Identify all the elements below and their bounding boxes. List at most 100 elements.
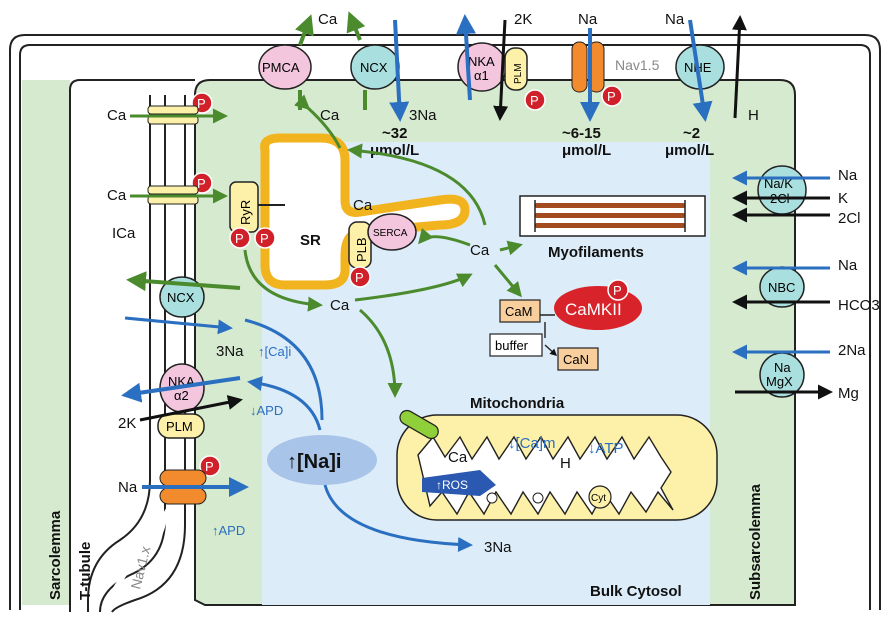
ncx-top-label: NCX <box>360 60 388 75</box>
na-nav-top: Na <box>578 11 598 28</box>
na-nkcc: Na <box>838 167 858 184</box>
h-mito: H <box>560 455 571 472</box>
hco3-label: HCO3 <box>838 297 880 314</box>
twocl-nkcc: 2Cl <box>838 210 861 227</box>
mg-label: Mg <box>838 385 859 402</box>
nka-left-label-2: α2 <box>174 388 189 403</box>
t-tubule-wall-a <box>99 95 166 613</box>
three-na-top: 3Na <box>409 107 437 124</box>
sr-label: SR <box>300 232 321 249</box>
sarcolemma-inner-line <box>19 44 871 610</box>
nbc-label: NBC <box>768 280 795 295</box>
ca-release: Ca <box>330 297 350 314</box>
atp-label: ↓ATP <box>588 440 624 457</box>
flux-nav-1: ~6-15 <box>562 125 601 142</box>
sarcolemma-outer <box>9 34 881 610</box>
h-nhe: H <box>748 107 759 124</box>
p-plb-text: P <box>355 270 364 285</box>
nav15-label: Nav1.5 <box>615 57 660 73</box>
nav1x-half-b <box>159 487 207 505</box>
serca-pump <box>367 213 417 251</box>
p-nav15-text: P <box>607 89 616 104</box>
nka-top-label-2: α1 <box>474 68 489 83</box>
ica-label: ICa <box>112 225 136 242</box>
p-plm-top-text: P <box>530 93 539 108</box>
t-tubule-wall-b <box>111 95 186 613</box>
cytochrome-c <box>588 485 612 509</box>
namgx-label-2: MgX <box>766 374 793 389</box>
flux-nhe-1: ~2 <box>683 125 700 142</box>
flux-ncx-1: ~32 <box>382 125 407 142</box>
p-nav1x-text: P <box>205 459 214 474</box>
t-tubule-wall-c <box>87 95 151 612</box>
myofilaments-label: Myofilaments <box>548 244 644 261</box>
twona-mgx: 2Na <box>838 342 866 359</box>
pmca-pump <box>258 44 312 90</box>
buffer-label: buffer <box>495 338 529 353</box>
myofilament-bars <box>534 200 686 232</box>
two-k-top: 2K <box>514 11 532 28</box>
cyt-label: Cyt <box>591 493 606 504</box>
plm-top-label: PLM <box>513 63 524 84</box>
nkcc-label-1: Na/K <box>764 176 793 191</box>
apd-up: ↑APD <box>212 523 245 538</box>
plm-top <box>504 47 528 91</box>
ca-mito: Ca <box>448 449 468 466</box>
buffer-box <box>489 333 543 357</box>
t-tubule-wall-outer <box>69 79 195 612</box>
pmca-label: PMCA <box>262 60 300 75</box>
ros-label: ↑ROS <box>436 478 468 492</box>
t-tubule-label: T-tubule <box>77 542 94 600</box>
ca-pmca-in: Ca <box>320 107 340 124</box>
ncx-left-label: NCX <box>167 290 195 305</box>
ca-m-label: ↓[Ca]m <box>508 435 556 452</box>
left-subsarcolemma-strip <box>22 80 70 605</box>
ros-star <box>422 470 496 496</box>
two-k-left: 2K <box>118 415 136 432</box>
ncx-left <box>159 276 205 318</box>
p-lcc2-text: P <box>197 176 206 191</box>
namgx-label-1: Na <box>774 360 791 375</box>
mcu-channel <box>399 409 439 440</box>
k-nkcc: K <box>838 190 848 207</box>
cam-label: CaM <box>505 304 532 319</box>
plm-left-label: PLM <box>166 419 193 434</box>
p-ryr1-text: P <box>235 231 244 246</box>
na-i-label: ↑[Na]i <box>287 451 341 473</box>
na-nbc: Na <box>838 257 858 274</box>
nav15-half-a <box>571 41 588 93</box>
na-i-ellipse <box>267 435 377 485</box>
bulk-cytosol-label: Bulk Cytosol <box>590 583 682 600</box>
ca-lcc1: Ca <box>107 107 127 124</box>
nav1x-half-a <box>159 469 207 487</box>
three-na-left: 3Na <box>216 343 244 360</box>
camkii-label: CaMKII <box>565 300 622 319</box>
p-camkii-text: P <box>613 283 622 298</box>
cam-box <box>499 299 541 323</box>
ca-sr-lumen: Ca <box>353 197 373 214</box>
nka-top-label-1: NKA <box>468 54 495 69</box>
ca-lcc2: Ca <box>107 187 127 204</box>
sarcolemma-label: Sarcolemma <box>47 510 64 600</box>
three-na-bottom: 3Na <box>484 539 512 556</box>
na-nhe: Na <box>665 11 685 28</box>
ca-i-up: ↑[Ca]i <box>258 344 291 359</box>
na-left: Na <box>118 479 138 496</box>
mitochondria-label: Mitochondria <box>470 395 565 412</box>
apd-down: ↓APD <box>250 403 283 418</box>
subsarcolemma-label: Subsarcolemma <box>747 483 764 600</box>
ca-cyto: Ca <box>470 242 490 259</box>
flux-nav-2: μmol/L <box>562 142 611 159</box>
p-ryr2-text: P <box>260 231 269 246</box>
p-lcc1-text: P <box>197 96 206 111</box>
plm-left <box>157 413 205 439</box>
flux-nhe-2: μmol/L <box>665 142 714 159</box>
serca-label: SERCA <box>373 228 408 239</box>
ryr-label: RyR <box>238 200 253 225</box>
sr-membrane <box>260 133 470 290</box>
ca-pmca-out: Ca <box>318 11 338 28</box>
plb-label: PLB <box>354 237 369 262</box>
can-label: CaN <box>563 352 589 367</box>
